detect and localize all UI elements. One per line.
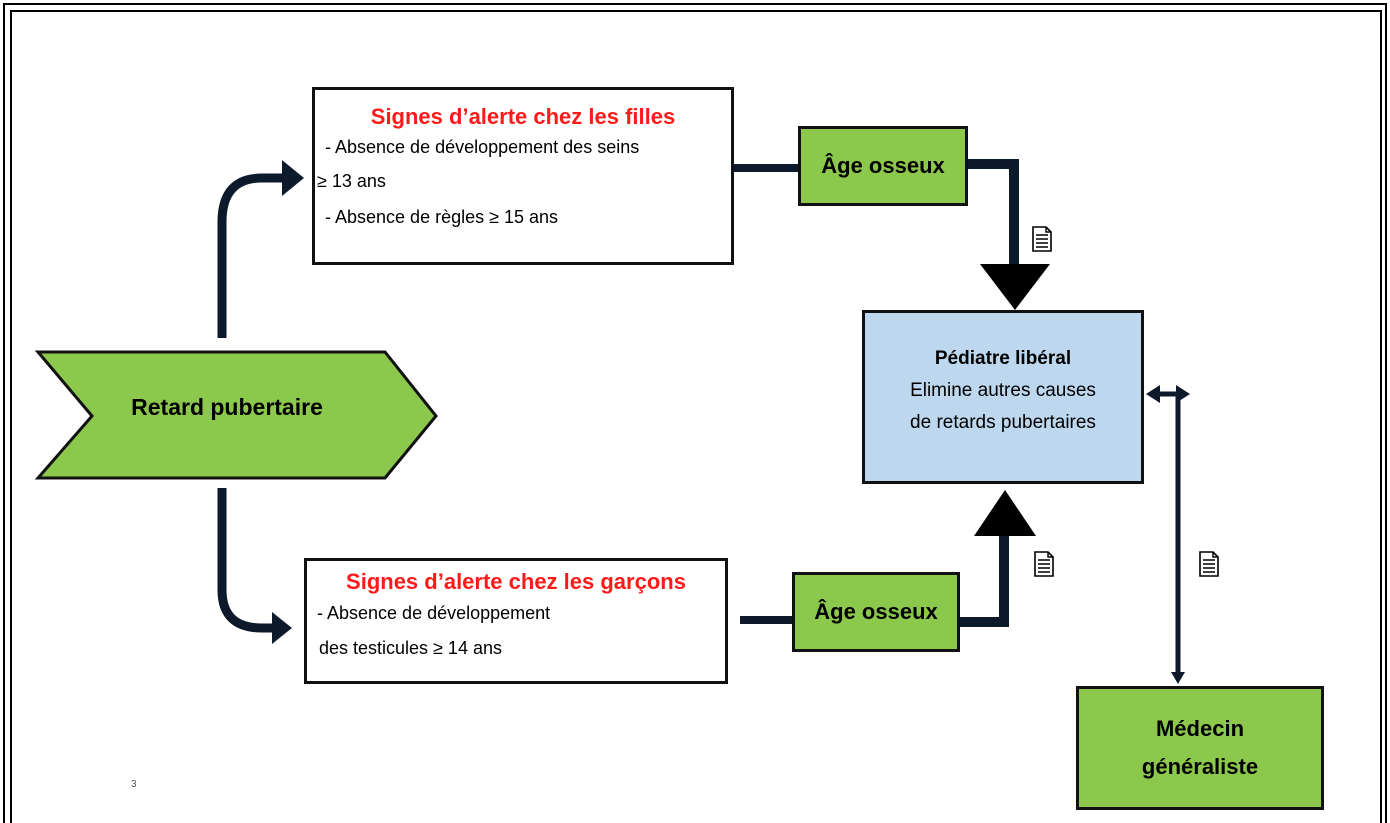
- bone-age-bottom-box: Âge osseux: [792, 572, 960, 652]
- pediatrician-line-2: de retards pubertaires: [910, 412, 1096, 433]
- connector-bone-age-to-pediatrician: [966, 159, 1019, 268]
- boys-alert-title: Signes d’alerte chez les garçons: [346, 569, 686, 594]
- arrow-to-boys-head: [272, 612, 292, 644]
- gp-line-2: généraliste: [1141, 754, 1259, 779]
- pediatrician-line-1: Elimine autres causes: [910, 380, 1096, 401]
- retard-pubertaire-label: Retard pubertaire: [131, 394, 323, 420]
- arrow-into-pediatrician-top: [980, 264, 1050, 310]
- arrow-into-pediatrician-bottom: [974, 490, 1036, 536]
- boys-alert-line-2: des testicules ≥ 14 ans: [319, 638, 502, 658]
- bone-age-top-box: Âge osseux: [798, 126, 968, 206]
- connector-bone-age-to-pediatrician-bottom: [958, 530, 1009, 627]
- arrow-to-girls: [217, 173, 284, 338]
- inner-frame: [10, 10, 1382, 823]
- boys-alert-line-1: - Absence de développement: [317, 603, 551, 623]
- document-icon: [1034, 551, 1054, 577]
- girls-alert-title: Signes d’alerte chez les filles: [370, 104, 676, 129]
- boys-alert-box: Signes d’alerte chez les garçons - Absen…: [304, 558, 728, 684]
- pediatrician-title: Pédiatre libéral: [934, 348, 1072, 369]
- gp-line-1: Médecin: [1155, 716, 1245, 741]
- girls-alert-box: Signes d’alerte chez les filles - Absenc…: [312, 87, 734, 265]
- retard-pubertaire-chevron: [34, 350, 438, 480]
- page-number: 3: [131, 779, 137, 790]
- arrow-to-boys: [217, 488, 276, 633]
- document-icon: [1199, 551, 1219, 577]
- girls-alert-line-1: - Absence de développement des seins: [325, 137, 640, 157]
- outer-frame: [3, 3, 1387, 823]
- general-practitioner-box: Médecin généraliste: [1076, 686, 1324, 810]
- arrow-head-to-pediatrician-right: [1176, 385, 1190, 403]
- document-icon: [1032, 226, 1052, 252]
- arrow-head-to-pediatrician: [1146, 385, 1160, 403]
- arrow-to-girls-head: [282, 160, 304, 196]
- girls-alert-line-3: - Absence de règles ≥ 15 ans: [325, 207, 559, 227]
- arrow-head-to-gp: [1171, 672, 1185, 684]
- connector-pediatrician-gp: [1154, 391, 1181, 674]
- pediatrician-box: Pédiatre libéral Elimine autres causes d…: [862, 310, 1144, 484]
- girls-alert-line-2: ≥ 13 ans: [317, 171, 386, 191]
